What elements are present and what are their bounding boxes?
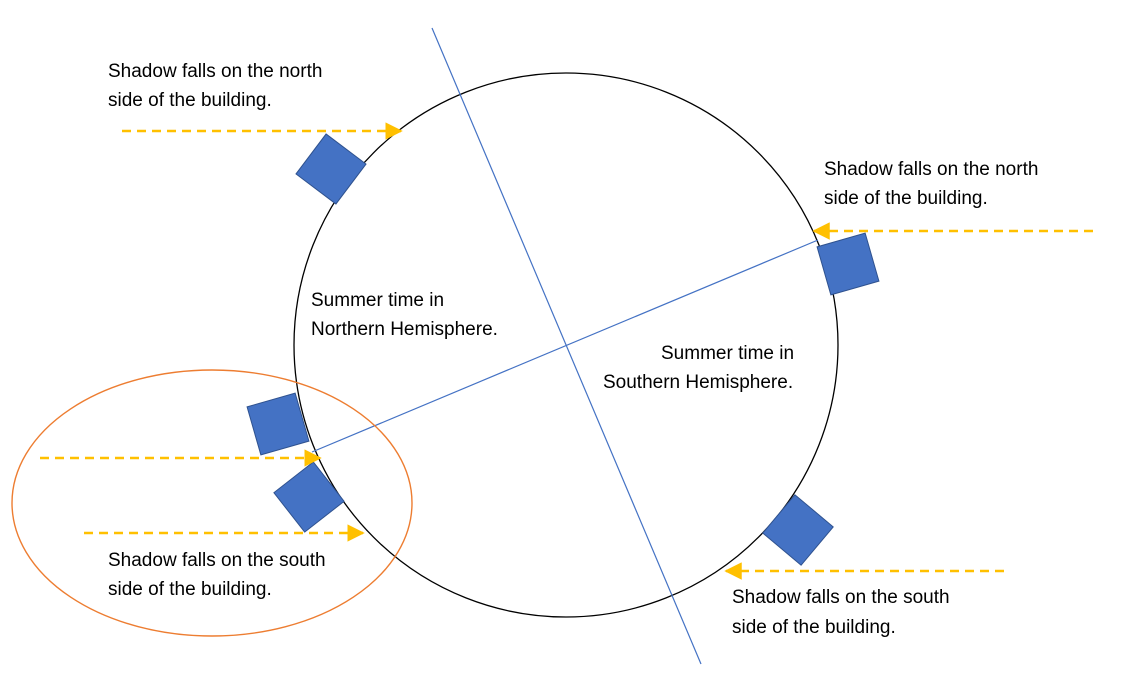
label-bottom-right-line-1: Shadow falls on the south	[732, 587, 950, 608]
building-left-upper	[246, 392, 310, 456]
label-bottom-left-line-1: Shadow falls on the south	[108, 550, 326, 571]
label-top-right-line-2: side of the building.	[824, 188, 988, 209]
building-top-left	[295, 133, 367, 205]
label-bottom-left-line-2: side of the building.	[108, 579, 272, 600]
label-bottom-left: Shadow falls on the south side of the bu…	[108, 550, 331, 600]
label-bottom-right-line-2: side of the building.	[732, 617, 896, 638]
label-northern-summer: Summer time in Northern Hemisphere.	[311, 290, 498, 340]
equator-line	[311, 239, 819, 453]
label-southern-summer: Summer time in Southern Hemisphere.	[603, 343, 799, 393]
building-bottom-right	[762, 494, 834, 566]
label-northern-summer-line-2: Northern Hemisphere.	[311, 319, 498, 340]
label-top-left-line-1: Shadow falls on the north	[108, 61, 322, 82]
label-bottom-right: Shadow falls on the south side of the bu…	[732, 587, 955, 638]
building-left-lower	[273, 461, 345, 533]
earth-circle	[293, 72, 839, 618]
label-southern-summer-line-2: Southern Hemisphere.	[603, 372, 793, 393]
label-top-left: Shadow falls on the north side of the bu…	[108, 61, 328, 111]
label-top-left-line-2: side of the building.	[108, 90, 272, 111]
label-top-right-line-1: Shadow falls on the north	[824, 159, 1038, 180]
highlight-ellipse	[11, 369, 413, 637]
label-top-right: Shadow falls on the north side of the bu…	[824, 159, 1044, 209]
building-right	[816, 232, 880, 296]
label-southern-summer-line-1: Summer time in	[661, 343, 794, 364]
label-northern-summer-line-1: Summer time in	[311, 290, 444, 311]
